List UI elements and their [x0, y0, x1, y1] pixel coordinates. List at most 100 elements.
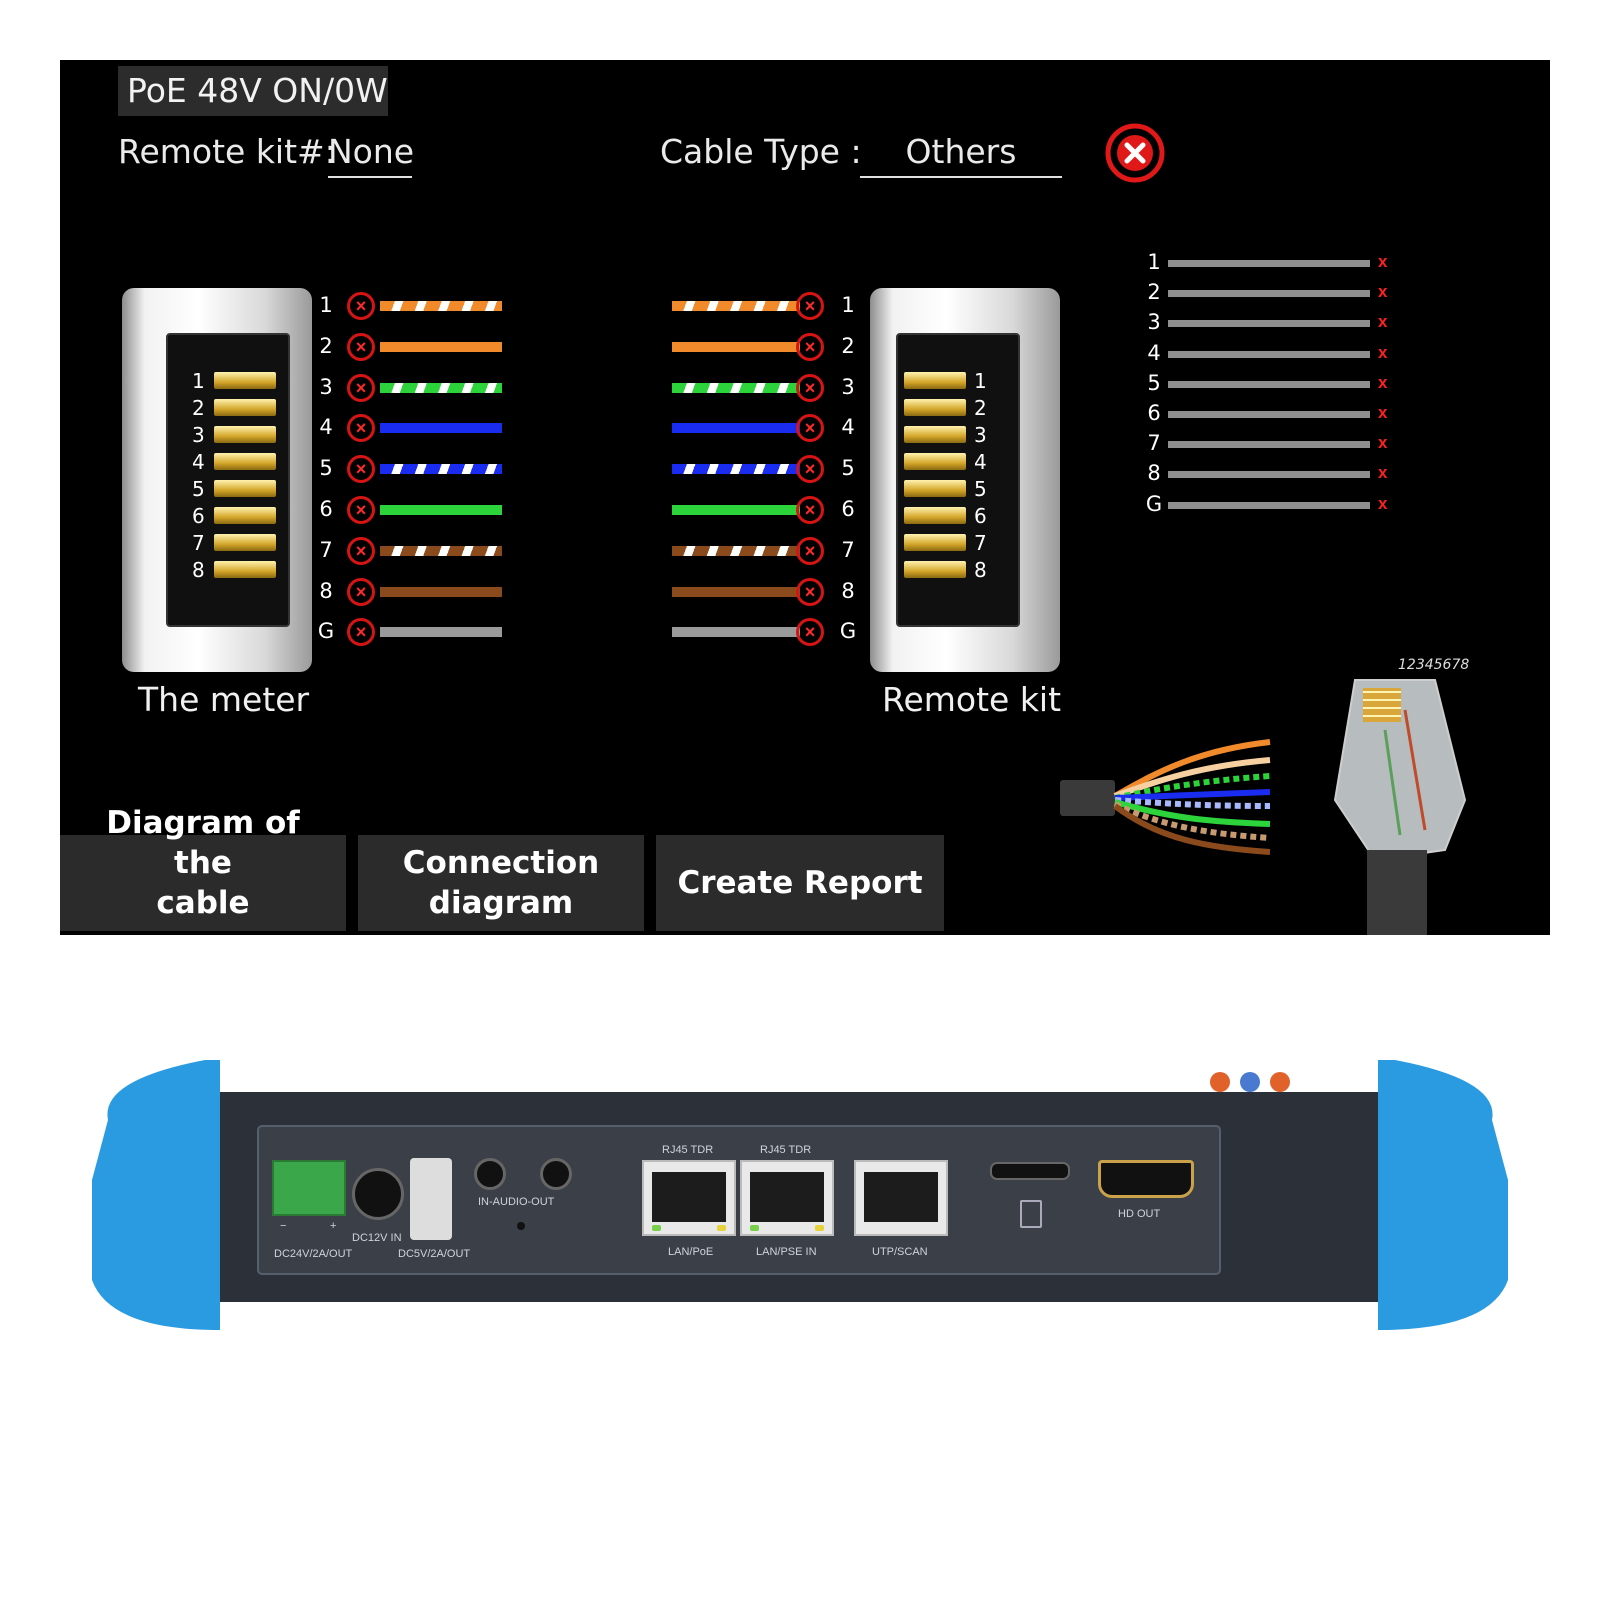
wire-fail-icon: × [347, 292, 375, 320]
wire-fail-icon: × [796, 618, 824, 647]
shield-fail-icon: x [1378, 433, 1388, 453]
meter-pin-contact [214, 561, 276, 578]
dc24-label: DC24V/2A/OUT [274, 1248, 353, 1260]
remote-caption: Remote kit [882, 680, 1062, 719]
meter-wire [380, 505, 502, 515]
hdmi-port[interactable] [1098, 1160, 1194, 1198]
dc12-jack[interactable] [352, 1168, 404, 1220]
rj45-plug-illustration [1333, 679, 1467, 935]
audio-out-jack[interactable] [540, 1158, 572, 1190]
remote-wire-number: 5 [841, 456, 855, 481]
shield-wire-line [1168, 350, 1370, 358]
utp-scan-label: UTP/SCAN [872, 1246, 928, 1258]
shield-fail-icon: x [1378, 252, 1388, 271]
remote-pin-number: 4 [974, 450, 987, 474]
remote-pin-contact [904, 561, 966, 578]
meter-wire [380, 627, 502, 638]
plug-pin-numbers: 12345678 [1398, 657, 1470, 673]
shield-wire-line [1168, 441, 1370, 449]
remote-wire-number: 8 [841, 578, 855, 603]
meter-wire-number: 4 [319, 415, 333, 440]
wire-fail-icon: × [347, 373, 375, 402]
utp-scan-port[interactable] [854, 1160, 948, 1236]
shield-wire-line [1168, 471, 1370, 479]
meter-pin-number: 3 [192, 423, 205, 447]
meter-pin-contact [214, 399, 276, 416]
meter-pin-contact [214, 480, 276, 497]
shield-wire-number: 4 [1147, 340, 1161, 365]
shield-wire-number: G [1145, 491, 1163, 516]
remote-wire-number: 2 [841, 333, 855, 358]
remote-pin-contact [904, 480, 966, 497]
remote-pin-number: 2 [974, 396, 987, 420]
meter-wire-number: 5 [319, 456, 333, 481]
shield-fail-icon: x [1378, 463, 1388, 483]
dc24-terminal-block[interactable] [272, 1160, 346, 1216]
remote-wire [672, 627, 800, 638]
remote-wire-number: 3 [841, 374, 855, 399]
dc12-label: DC12V IN [352, 1232, 402, 1244]
meter-pin-number: 7 [192, 531, 205, 555]
meter-wire [380, 586, 502, 597]
shield-wire-number: 5 [1147, 370, 1161, 395]
lan-poe-port[interactable] [642, 1160, 736, 1236]
meter-pin-contact [214, 426, 276, 443]
shield-fail-icon: x [1378, 282, 1388, 302]
dc5-label: DC5V/2A/OUT [398, 1248, 471, 1260]
hd-out-label: HD OUT [1118, 1208, 1161, 1220]
rj45-tdr-label-1: RJ45 TDR [662, 1144, 714, 1156]
tester-screen: PoE 48V ON/0W Remote kit#: None Cable Ty… [60, 60, 1550, 935]
meter-wire [380, 423, 502, 434]
audio-in-jack[interactable] [474, 1158, 506, 1190]
meter-wire [380, 545, 502, 556]
sd-card-slot[interactable] [990, 1162, 1070, 1180]
remote-pin-number: 7 [974, 531, 987, 555]
poe-status: PoE 48V ON/0W [118, 66, 388, 116]
shield-wire-line [1168, 260, 1370, 267]
remote-kit-value[interactable]: None [328, 132, 414, 178]
wire-fail-icon: × [347, 618, 375, 647]
remote-pin-contact [904, 453, 966, 470]
lan-pse-in-port[interactable] [740, 1160, 834, 1236]
remote-pin-contact [904, 372, 966, 389]
meter-pin-number: 1 [192, 369, 205, 393]
usb-port[interactable] [410, 1158, 452, 1240]
wire-fail-icon: × [347, 455, 375, 484]
shield-fail-icon: x [1378, 403, 1388, 422]
wire-fail-icon: × [347, 414, 375, 443]
lan-poe-label: LAN/PoE [668, 1246, 714, 1258]
wire-fail-icon: × [796, 577, 824, 606]
shield-wire-number: 2 [1147, 280, 1161, 305]
audio-label: IN-AUDIO-OUT [478, 1196, 555, 1208]
remote-wire [672, 464, 800, 475]
meter-pin-contact [214, 453, 276, 470]
shield-wire-line [1168, 320, 1370, 328]
meter-pin-number: 8 [192, 558, 205, 582]
wire-fail-icon: × [347, 496, 375, 524]
meter-pin-contact [214, 372, 276, 389]
remote-wire [672, 382, 800, 393]
create-report-button[interactable]: Create Report [656, 835, 944, 931]
remote-wire [672, 423, 800, 434]
wire-fail-icon: × [347, 577, 375, 606]
wire-fail-icon: × [796, 536, 824, 565]
meter-wire-number: 7 [319, 537, 333, 562]
lan-pse-label: LAN/PSE IN [756, 1246, 817, 1258]
shield-fail-icon: x [1378, 342, 1388, 362]
wire-fail-icon: × [347, 332, 375, 361]
remote-pin-number: 3 [974, 423, 987, 447]
shield-wire-number: 3 [1147, 310, 1161, 335]
terminal-minus-label: − [280, 1220, 287, 1232]
wire-fail-icon: × [796, 455, 824, 484]
meter-wire-number: 8 [319, 578, 333, 603]
cable-type-value[interactable]: Others [860, 132, 1062, 178]
wire-fail-icon: × [796, 373, 824, 402]
shield-wire-number: 7 [1147, 431, 1161, 456]
remote-pin-contact [904, 426, 966, 443]
remote-wire-number: 7 [841, 537, 855, 562]
remote-pin-contact [904, 399, 966, 416]
